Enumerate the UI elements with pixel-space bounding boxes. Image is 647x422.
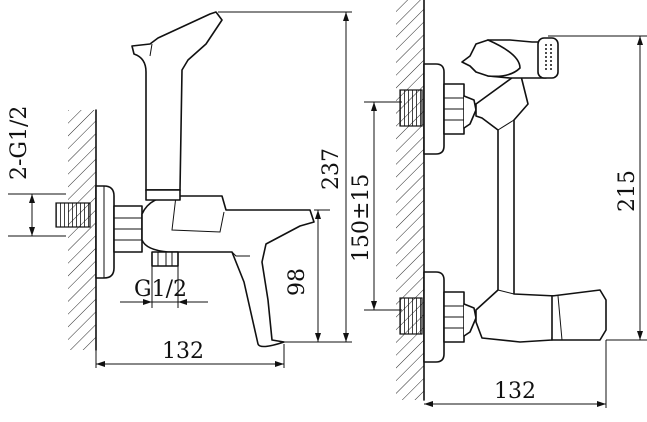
dim-thread-inlet-label: 2-G1/2 xyxy=(7,106,32,180)
dim-center-distance-label: 150±15 xyxy=(349,174,374,262)
right-view: 150±15 215 132 xyxy=(349,0,647,408)
dim-thread-outlet: G1/2 xyxy=(120,266,208,308)
right-body xyxy=(475,71,557,343)
left-wall xyxy=(68,109,97,351)
left-view: 2-G1/2 G1/2 132 98 xyxy=(7,11,352,368)
dim-spout-height-label: 98 xyxy=(285,268,310,296)
left-hand-shower xyxy=(131,11,223,201)
right-lower-inlet xyxy=(399,271,477,363)
right-shower-head xyxy=(461,37,559,79)
left-inlet-thread xyxy=(55,202,91,228)
dim-total-height-right-label: 215 xyxy=(615,170,640,212)
left-hex-nut xyxy=(113,205,143,253)
dim-total-height-right: 215 xyxy=(548,35,647,341)
dim-spout-height: 98 xyxy=(284,209,330,343)
dim-projection-left: 132 xyxy=(95,339,285,368)
dim-total-height-left: 237 xyxy=(218,11,352,343)
dim-projection-right-label: 132 xyxy=(494,379,536,404)
right-wall xyxy=(396,0,425,401)
dim-projection-right: 132 xyxy=(424,340,607,408)
left-outlet xyxy=(151,251,179,267)
dim-projection-left-label: 132 xyxy=(162,339,204,364)
dim-thread-inlet: 2-G1/2 xyxy=(7,106,66,237)
dim-center-distance: 150±15 xyxy=(349,101,402,311)
dim-thread-outlet-label: G1/2 xyxy=(134,277,187,302)
dim-total-height-left-label: 237 xyxy=(319,148,344,190)
right-upper-inlet xyxy=(399,63,477,155)
left-flange xyxy=(95,185,115,279)
right-lever xyxy=(551,289,607,341)
